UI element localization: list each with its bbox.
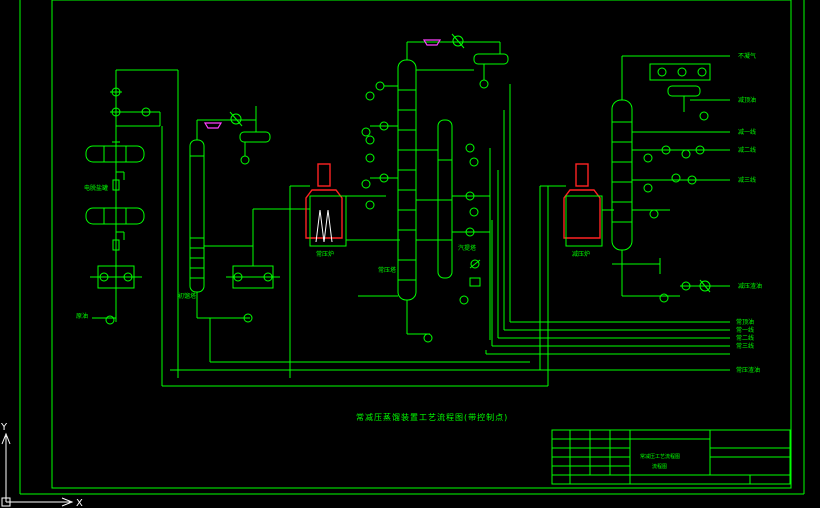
desalter-section: 电脱盐罐 原油	[76, 69, 179, 378]
atmospheric-tower: 常压塔	[358, 33, 509, 343]
outlet-label-3: 常三线	[736, 342, 754, 350]
drawing-title: 常减压蒸馏装置工艺流程图(带控制点)	[356, 412, 508, 422]
label-vac-residue: 减压渣油	[738, 282, 762, 290]
outlet-label-0: 常顶油	[736, 318, 754, 326]
sheet-border	[19, 0, 805, 495]
label-vac-2: 减二线	[738, 146, 756, 154]
title-block-sub: 流程图	[652, 463, 667, 470]
crude-feed-label: 原油	[76, 312, 88, 320]
stripper-label: 汽提塔	[458, 244, 476, 252]
vac-furnace-label: 减压炉	[572, 250, 590, 258]
outlet-label-4: 常压渣油	[736, 366, 760, 374]
flash-tower-label: 初馏塔	[178, 292, 196, 300]
outlet-label-1: 常一线	[736, 326, 754, 334]
label-vac-3: 减三线	[738, 176, 756, 184]
atm-outlet-labels: 常顶油 常一线 常二线 常三线 常压渣油	[736, 318, 760, 374]
title-block: 常减压工艺流程图 流程图	[551, 429, 791, 485]
outlet-label-2: 常二线	[736, 334, 754, 342]
atm-furnace-label: 常压炉	[316, 250, 334, 258]
ucs-axis-icon: Y X	[0, 422, 83, 508]
atm-tower-label: 常压塔	[378, 266, 396, 274]
title-block-main: 常减压工艺流程图	[640, 453, 680, 460]
desalter-label: 电脱盐罐	[84, 184, 108, 192]
label-vac-top-oil: 减顶油	[738, 96, 756, 104]
atmospheric-furnace: 常压炉	[289, 163, 400, 378]
axis-y-label: Y	[0, 422, 8, 433]
axis-x-label: X	[76, 498, 83, 508]
label-vac-1: 减一线	[738, 128, 756, 136]
vacuum-outlet-labels: 不凝气 减顶油 减一线 减二线 减三线 减压渣油	[738, 52, 762, 290]
vacuum-tower	[611, 55, 730, 303]
side-stripper: 汽提塔	[416, 119, 491, 340]
outlet-pipes	[161, 84, 730, 387]
label-top-gas: 不凝气	[738, 52, 756, 60]
vacuum-furnace: 减压炉	[539, 163, 614, 370]
flash-tower: 初馏塔	[178, 106, 310, 323]
